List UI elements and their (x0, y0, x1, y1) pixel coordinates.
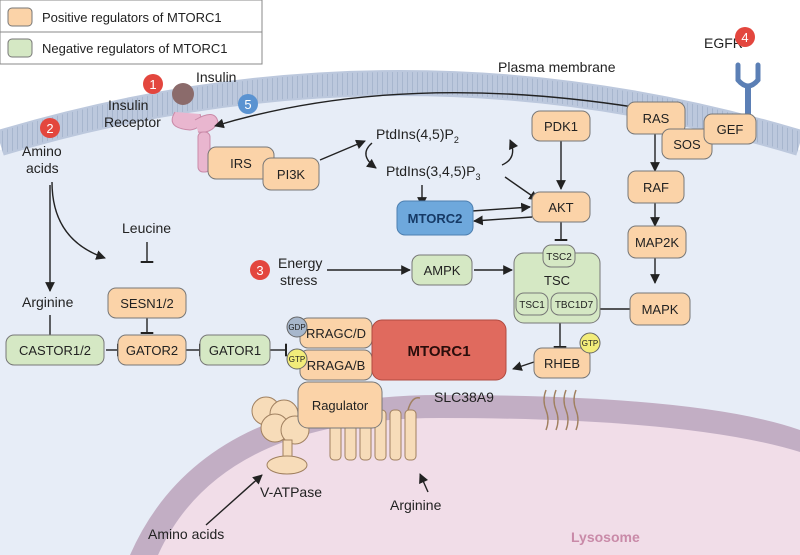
ptdins345-label: PtdIns(3,4,5)P3 (386, 163, 481, 182)
svg-text:GDP: GDP (288, 323, 305, 332)
svg-text:RRAGC/D: RRAGC/D (306, 326, 366, 341)
svg-text:RAS: RAS (643, 111, 670, 126)
amino-acids-label-1: Amino (22, 143, 62, 159)
svg-text:CASTOR1/2: CASTOR1/2 (19, 343, 91, 358)
node-tbc1d7: TBC1D7 (550, 292, 598, 316)
gtp-badge-rheb: GTP (579, 332, 601, 354)
node-tsc1: TSC1 (515, 292, 549, 316)
insulin-receptor (171, 111, 219, 173)
node-raf: RAF (627, 170, 685, 204)
node-mapk: MAPK (629, 292, 691, 326)
svg-text:TSC2: TSC2 (546, 252, 572, 263)
node-gator2: GATOR2 (117, 334, 187, 366)
node-rragab: RRAGA/B (299, 349, 373, 381)
svg-text:MTORC2: MTORC2 (408, 211, 463, 226)
egfr-label: EGFR (704, 35, 743, 51)
badge-4: 4 (735, 27, 755, 47)
svg-text:5: 5 (244, 97, 251, 112)
node-pi3k: PI3K (262, 157, 320, 191)
v-atpase-label: V-ATPase (260, 484, 322, 500)
svg-text:PI3K: PI3K (277, 167, 306, 182)
node-akt: AKT (531, 191, 591, 223)
node-map2k: MAP2K (627, 225, 687, 259)
svg-text:MAP2K: MAP2K (635, 235, 679, 250)
insulin-label: Insulin (196, 69, 236, 85)
node-rheb: RHEB (533, 347, 591, 379)
svg-text:AMPK: AMPK (424, 263, 461, 278)
legend-negative-label: Negative regulators of MTORC1 (42, 41, 227, 56)
node-ampk: AMPK (411, 254, 473, 286)
svg-text:PDK1: PDK1 (544, 119, 578, 134)
svg-text:1: 1 (149, 77, 156, 92)
svg-text:TSC1: TSC1 (519, 300, 545, 311)
energy-stress-label-1: Energy (278, 255, 322, 271)
insulin-receptor-label-1: Insulin (108, 97, 148, 113)
amino-acids-label-2: acids (26, 160, 59, 176)
insulin-molecule (172, 83, 194, 105)
pathway-arrows (43, 91, 660, 526)
svg-text:3: 3 (256, 263, 263, 278)
svg-text:GATOR1: GATOR1 (209, 343, 261, 358)
energy-stress-label-2: stress (280, 272, 317, 288)
svg-text:MAPK: MAPK (642, 302, 679, 317)
svg-text:GTP: GTP (582, 339, 598, 348)
gdp-badge: GDP (286, 316, 308, 338)
insulin-receptor-label-2: Receptor (104, 114, 161, 130)
svg-text:IRS: IRS (230, 156, 252, 171)
svg-text:GATOR2: GATOR2 (126, 343, 178, 358)
node-mtorc1: MTORC1 (371, 319, 507, 381)
node-gef: GEF (703, 113, 757, 145)
badge-1: 1 (143, 74, 163, 94)
svg-text:RHEB: RHEB (544, 356, 580, 371)
svg-text:AKT: AKT (548, 200, 573, 215)
badge-5: 5 (238, 94, 258, 114)
egfr-receptor (735, 62, 761, 136)
svg-text:RRAGA/B: RRAGA/B (307, 358, 366, 373)
svg-text:RAF: RAF (643, 180, 669, 195)
leucine-label: Leucine (122, 220, 171, 236)
svg-text:SOS: SOS (673, 137, 701, 152)
node-ras: RAS (626, 101, 686, 135)
svg-text:Ragulator: Ragulator (312, 398, 369, 413)
arginine-bottom-label: Arginine (390, 497, 442, 513)
legend-positive-label: Positive regulators of MTORC1 (42, 10, 222, 25)
node-irs: IRS (207, 146, 275, 180)
gtp-badge-rraga: GTP (286, 348, 308, 370)
lysosome-label: Lysosome (571, 529, 640, 545)
svg-text:TSC: TSC (544, 273, 570, 288)
badge-2: 2 (40, 118, 60, 138)
node-mtorc2: MTORC2 (396, 200, 474, 236)
node-gator1: GATOR1 (199, 334, 271, 366)
rheb-anchor (543, 389, 579, 431)
svg-text:GEF: GEF (717, 122, 744, 137)
node-ragulator: Ragulator (297, 381, 383, 429)
svg-text:TBC1D7: TBC1D7 (555, 300, 594, 311)
node-pdk1: PDK1 (531, 110, 591, 142)
node-sesn: SESN1/2 (107, 287, 187, 319)
badge-3: 3 (250, 260, 270, 280)
arginine-label: Arginine (22, 294, 74, 310)
svg-text:4: 4 (741, 30, 748, 45)
ptdins45-label: PtdIns(4,5)P2 (376, 126, 459, 145)
plasma-membrane-label: Plasma membrane (498, 59, 616, 75)
node-tsc-complex: TSC TSC2 TSC1 TBC1D7 (513, 244, 601, 324)
svg-text:2: 2 (46, 121, 53, 136)
node-tsc2: TSC2 (542, 244, 576, 268)
amino-acids-bottom-label: Amino acids (148, 526, 224, 542)
legend: Positive regulators of MTORC1 Negative r… (0, 0, 263, 65)
svg-text:SESN1/2: SESN1/2 (120, 296, 173, 311)
node-rragcd: RRAGC/D (299, 317, 373, 349)
svg-text:GTP: GTP (289, 355, 305, 364)
lysosome-lumen (158, 418, 800, 555)
svg-text:MTORC1: MTORC1 (407, 343, 470, 360)
node-castor: CASTOR1/2 (5, 334, 105, 366)
slc38a9-transporter (329, 397, 421, 461)
slc38a9-label: SLC38A9 (434, 389, 494, 405)
